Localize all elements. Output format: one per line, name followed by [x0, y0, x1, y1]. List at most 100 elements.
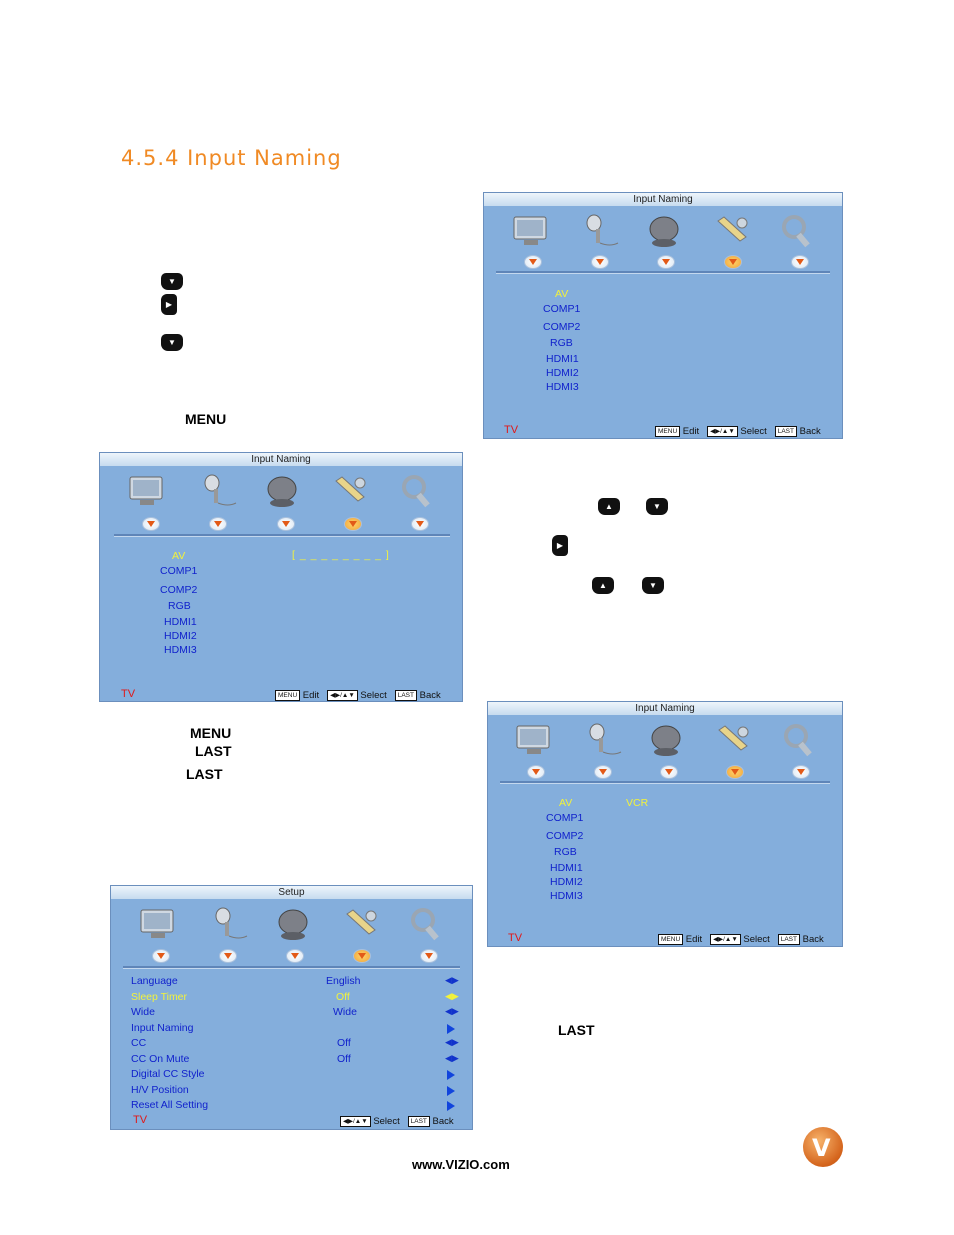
setup-row-label[interactable]: Input Naming	[131, 1022, 194, 1034]
osd-footer: MENU Edit ◀▶/▲▼ Select LAST Back	[655, 426, 821, 437]
category-arrow-icon[interactable]	[219, 949, 237, 963]
category-arrow-icon[interactable]	[791, 255, 809, 269]
setup-row-value: Off	[337, 1053, 351, 1065]
input-item[interactable]: COMP1	[546, 812, 584, 824]
source-label: TV	[121, 688, 136, 700]
category-arrow-icon[interactable]	[792, 765, 810, 779]
last-key-label: LAST	[195, 743, 232, 759]
wrench-icon	[718, 725, 749, 751]
source-label: TV	[508, 932, 523, 944]
category-arrow-icon[interactable]	[724, 255, 742, 269]
osd-input-naming-result-panel: Input Naming AV VCR COMP1 COMP2 RGB HDMI…	[487, 701, 843, 947]
category-arrow-icon[interactable]	[209, 517, 227, 531]
osd-input-naming-panel: Input Naming AV COMP1 COMP2 RGB HDMI1 HD…	[483, 192, 843, 439]
category-arrow-icon[interactable]	[277, 517, 295, 531]
menu-key-label: MENU	[190, 725, 232, 741]
last-key-label: LAST	[558, 1022, 595, 1038]
osd-footer: ◀▶/▲▼ Select LAST Back	[340, 1116, 454, 1127]
input-item[interactable]: HDMI3	[546, 381, 579, 393]
left-right-arrow-icon[interactable]: ◀▶	[445, 1053, 459, 1063]
osd-input-naming-edit-panel: Input Naming AV [ _ _ _ _ _ _ _ _ ] COMP…	[99, 452, 463, 702]
up-key-icon: ▲	[598, 498, 620, 515]
category-arrow-icon[interactable]	[660, 765, 678, 779]
left-right-arrow-icon[interactable]: ◀▶	[445, 1037, 459, 1047]
down-key-icon: ▼	[161, 273, 183, 290]
input-item[interactable]: HDMI1	[546, 353, 579, 365]
setup-row-value: Wide	[333, 1006, 357, 1018]
left-right-arrow-icon[interactable]: ◀▶	[445, 991, 459, 1001]
setup-row-label[interactable]: Wide	[131, 1006, 155, 1018]
osd-footer: MENU Edit ◀▶/▲▼ Select LAST Back	[275, 690, 441, 701]
setup-row-label[interactable]: H/V Position	[131, 1084, 189, 1096]
category-arrow-icon[interactable]	[657, 255, 675, 269]
setup-row-value: English	[326, 975, 361, 987]
input-item[interactable]: AV	[555, 288, 569, 300]
input-item[interactable]: COMP1	[160, 565, 198, 577]
category-arrow-icon[interactable]	[411, 517, 429, 531]
magnifier-icon	[402, 475, 430, 508]
satellite-icon	[278, 909, 308, 940]
input-item[interactable]: HDMI2	[546, 367, 579, 379]
submenu-arrow-icon[interactable]	[447, 1070, 455, 1080]
setup-row-label[interactable]: Sleep Timer	[131, 991, 188, 1003]
menu-key-label: MENU	[185, 411, 227, 427]
input-item[interactable]: RGB	[168, 600, 191, 612]
magnifier-icon	[784, 724, 812, 757]
submenu-arrow-icon[interactable]	[447, 1101, 455, 1111]
input-item[interactable]: COMP2	[160, 584, 198, 596]
category-arrow-icon[interactable]	[524, 255, 542, 269]
setup-row-label[interactable]: CC On Mute	[131, 1053, 190, 1065]
category-arrow-icon[interactable]	[726, 765, 744, 779]
setup-row-label[interactable]: Digital CC Style	[131, 1068, 205, 1080]
panel-title: Input Naming	[251, 454, 311, 465]
category-arrow-icon[interactable]	[353, 949, 371, 963]
input-item[interactable]: HDMI3	[164, 644, 197, 656]
setup-row-label[interactable]: Reset All Setting	[131, 1099, 209, 1111]
microphone-icon	[215, 907, 248, 939]
category-arrow-icon[interactable]	[591, 255, 609, 269]
submenu-arrow-icon[interactable]	[447, 1024, 455, 1034]
input-item[interactable]: HDMI3	[550, 890, 583, 902]
category-arrow-icon[interactable]	[527, 765, 545, 779]
input-item[interactable]: AV	[559, 797, 573, 809]
left-right-arrow-icon[interactable]: ◀▶	[445, 975, 459, 985]
panel-title: Setup	[278, 887, 305, 898]
source-label: TV	[504, 424, 519, 436]
panel-title: Input Naming	[635, 703, 695, 714]
category-arrow-icon[interactable]	[152, 949, 170, 963]
input-item[interactable]: AV	[172, 550, 186, 562]
setup-row-label[interactable]: Language	[131, 975, 178, 987]
input-item[interactable]: HDMI1	[164, 616, 197, 628]
last-key-label: LAST	[186, 766, 223, 782]
setup-row-value: Off	[337, 1037, 351, 1049]
input-item[interactable]: COMP2	[546, 830, 584, 842]
input-item[interactable]: RGB	[550, 337, 573, 349]
setup-row-label[interactable]: CC	[131, 1037, 147, 1049]
input-item[interactable]: COMP2	[543, 321, 581, 333]
down-key-icon: ▼	[646, 498, 668, 515]
category-arrow-icon[interactable]	[142, 517, 160, 531]
category-arrow-icon[interactable]	[594, 765, 612, 779]
monitor-icon	[516, 725, 550, 754]
category-arrow-icon[interactable]	[344, 517, 362, 531]
input-item[interactable]: HDMI2	[550, 876, 583, 888]
wrench-icon	[717, 216, 748, 242]
category-arrow-icon[interactable]	[286, 949, 304, 963]
monitor-icon	[513, 216, 547, 245]
right-key-icon: ▶	[552, 535, 568, 556]
osd-setup-panel: Setup Language English ◀▶ Sleep Timer Of…	[110, 885, 473, 1130]
satellite-icon	[649, 216, 679, 247]
microphone-icon	[589, 723, 622, 755]
input-item[interactable]: RGB	[554, 846, 577, 858]
submenu-arrow-icon[interactable]	[447, 1086, 455, 1096]
input-item[interactable]: HDMI2	[164, 630, 197, 642]
category-arrow-icon[interactable]	[420, 949, 438, 963]
input-item[interactable]: COMP1	[543, 303, 581, 315]
setup-row-value: Off	[336, 991, 350, 1003]
name-entry-field[interactable]: [ _ _ _ _ _ _ _ _ ]	[292, 549, 390, 561]
left-right-arrow-icon[interactable]: ◀▶	[445, 1006, 459, 1016]
source-label: TV	[133, 1114, 148, 1126]
input-item[interactable]: HDMI1	[550, 862, 583, 874]
magnifier-icon	[411, 908, 439, 941]
footer-url[interactable]: www.VIZIO.com	[412, 1157, 510, 1172]
